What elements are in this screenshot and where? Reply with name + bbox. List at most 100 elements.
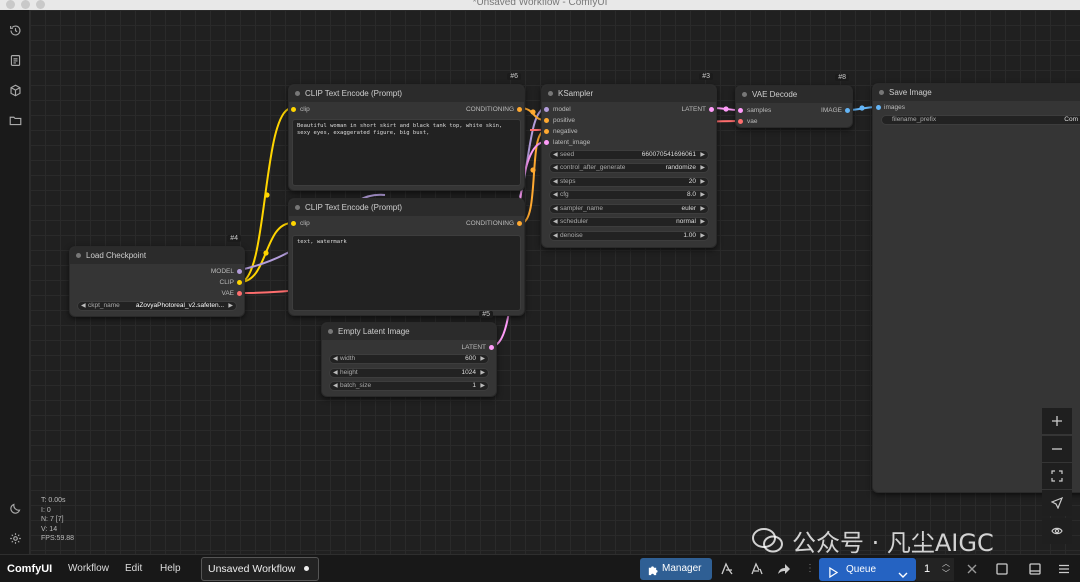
eye-icon[interactable] [1042, 518, 1072, 544]
close-window-button[interactable] [6, 0, 15, 9]
menu-edit[interactable]: Edit [125, 563, 143, 574]
model-input-socket[interactable] [544, 107, 549, 112]
node-title[interactable]: KSampler [542, 85, 716, 102]
empty-latent-image-node[interactable]: #5 Empty Latent Image LATENT ◀ width 600… [321, 311, 497, 397]
clip-text-encode-negative-node[interactable]: CLIP Text Encode (Prompt) clip CONDITION… [288, 198, 525, 316]
latent-output-socket[interactable] [489, 345, 494, 350]
height-widget[interactable]: ◀ height 1024 ▶ [329, 368, 489, 378]
chevron-down-icon[interactable] [898, 565, 908, 582]
stepper-down-icon[interactable]: ﹀ [942, 569, 950, 578]
increment-arrow-icon[interactable]: ▶ [480, 356, 485, 362]
denoise-widget[interactable]: ◀ denoise 1.00 ▶ [549, 231, 709, 241]
increment-arrow-icon[interactable]: ▶ [700, 219, 705, 225]
minimize-window-button[interactable] [21, 0, 30, 9]
settings-icon[interactable] [5, 528, 25, 548]
control-after-generate-widget[interactable]: ◀ control_after_generate randomize ▶ [549, 163, 709, 173]
queue-count-input[interactable]: 1 ︿ ﹀ [916, 558, 954, 581]
latent-image-input-socket[interactable] [544, 140, 549, 145]
increment-arrow-icon[interactable]: ▶ [480, 370, 485, 376]
moon-icon[interactable] [5, 498, 25, 518]
decrement-arrow-icon[interactable]: ◀ [553, 152, 558, 158]
increment-arrow-icon[interactable]: ▶ [700, 192, 705, 198]
ksampler-node[interactable]: #3 KSampler model positive negative late… [541, 73, 717, 248]
toggle-panel-icon[interactable] [995, 562, 1009, 576]
vae-decode-node[interactable]: #8 VAE Decode samples vae IMAGE [735, 74, 853, 128]
seed-widget[interactable]: ◀ seed 660070541696061 ▶ [549, 150, 709, 160]
sampler-name-widget[interactable]: ◀ sampler_name euler ▶ [549, 204, 709, 214]
workflow-tab[interactable]: Unsaved Workflow [201, 557, 319, 581]
node-title[interactable]: CLIP Text Encode (Prompt) [289, 85, 524, 102]
node-title[interactable]: Load Checkpoint [70, 247, 244, 264]
decrement-arrow-icon[interactable]: ◀ [553, 206, 558, 212]
ckpt-name-widget[interactable]: ◀ ckpt_name aZovyaPhotoreal_v2.safeten..… [77, 301, 237, 311]
node-title[interactable]: CLIP Text Encode (Prompt) [289, 199, 524, 216]
image-output-socket[interactable] [845, 108, 850, 113]
decrement-arrow-icon[interactable]: ◀ [553, 165, 558, 171]
steps-widget[interactable]: ◀ steps 20 ▶ [549, 177, 709, 187]
history-icon[interactable] [5, 20, 25, 40]
increment-arrow-icon[interactable]: ▶ [700, 206, 705, 212]
images-input-socket[interactable] [876, 105, 881, 110]
queue-button[interactable]: Queue [819, 558, 916, 581]
bottom-panel-icon[interactable] [1028, 562, 1042, 576]
decrement-arrow-icon[interactable]: ◀ [333, 356, 338, 362]
increment-arrow-icon[interactable]: ▶ [700, 152, 705, 158]
decrement-arrow-icon[interactable]: ◀ [333, 383, 338, 389]
node-library-icon[interactable] [720, 562, 734, 576]
samples-input-socket[interactable] [738, 108, 743, 113]
fit-view-icon[interactable] [1042, 463, 1072, 489]
prompt-textarea[interactable]: Beautiful woman in short skirt and black… [292, 119, 521, 186]
widget-value: 1.00 [683, 232, 696, 239]
conditioning-output-socket[interactable] [517, 107, 522, 112]
node-title[interactable]: Empty Latent Image [322, 323, 496, 340]
folder-icon[interactable] [5, 110, 25, 130]
decrement-arrow-icon[interactable]: ◀ [333, 370, 338, 376]
width-widget[interactable]: ◀ width 600 ▶ [329, 354, 489, 364]
cancel-x-icon[interactable] [965, 562, 979, 576]
vae-output-socket[interactable] [237, 291, 242, 296]
hamburger-menu-icon[interactable] [1057, 562, 1071, 576]
decrement-arrow-icon[interactable]: ◀ [553, 179, 558, 185]
widget-label: steps [560, 178, 576, 185]
share-arrow-icon[interactable] [777, 562, 791, 576]
clip-output-socket[interactable] [237, 280, 242, 285]
increment-arrow-icon[interactable]: ▶ [700, 165, 705, 171]
select-mode-icon[interactable] [1042, 490, 1072, 516]
manager-button[interactable]: Manager [640, 558, 712, 580]
decrement-arrow-icon[interactable]: ◀ [81, 303, 86, 309]
model-library-icon[interactable] [750, 562, 764, 576]
node-title[interactable]: Save Image [873, 84, 1080, 101]
drag-handle-icon[interactable]: ⋮ [805, 563, 815, 574]
positive-input-socket[interactable] [544, 118, 549, 123]
menu-workflow[interactable]: Workflow [68, 563, 109, 574]
filename-prefix-widget[interactable]: filename_prefix Com [881, 115, 1080, 125]
decrement-arrow-icon[interactable]: ◀ [553, 192, 558, 198]
zoom-in-icon[interactable] [1042, 408, 1072, 434]
increment-arrow-icon[interactable]: ▶ [700, 233, 705, 239]
load-checkpoint-node[interactable]: #4 Load Checkpoint MODEL CLIP VAE ◀ ckpt… [69, 235, 245, 317]
increment-arrow-icon[interactable]: ▶ [700, 179, 705, 185]
document-icon[interactable] [5, 50, 25, 70]
clip-input-socket[interactable] [291, 107, 296, 112]
scheduler-widget[interactable]: ◀ scheduler normal ▶ [549, 217, 709, 227]
clip-input-socket[interactable] [291, 221, 296, 226]
conditioning-output-socket[interactable] [517, 221, 522, 226]
batch-size-widget[interactable]: ◀ batch_size 1 ▶ [329, 381, 489, 391]
increment-arrow-icon[interactable]: ▶ [480, 383, 485, 389]
vae-input-socket[interactable] [738, 119, 743, 124]
maximize-window-button[interactable] [36, 0, 45, 9]
model-output-socket[interactable] [237, 269, 242, 274]
negative-input-socket[interactable] [544, 129, 549, 134]
node-title[interactable]: VAE Decode [736, 86, 852, 103]
prompt-textarea[interactable]: text, watermark [292, 235, 521, 311]
decrement-arrow-icon[interactable]: ◀ [553, 233, 558, 239]
zoom-out-icon[interactable] [1042, 436, 1072, 462]
cfg-widget[interactable]: ◀ cfg 8.0 ▶ [549, 190, 709, 200]
decrement-arrow-icon[interactable]: ◀ [553, 219, 558, 225]
increment-arrow-icon[interactable]: ▶ [228, 303, 233, 309]
stepper-up-icon[interactable]: ︿ [942, 559, 950, 568]
cube-icon[interactable] [5, 80, 25, 100]
latent-output-socket[interactable] [709, 107, 714, 112]
clip-text-encode-positive-node[interactable]: #6 CLIP Text Encode (Prompt) clip CONDIT… [288, 73, 525, 191]
menu-help[interactable]: Help [160, 563, 181, 574]
